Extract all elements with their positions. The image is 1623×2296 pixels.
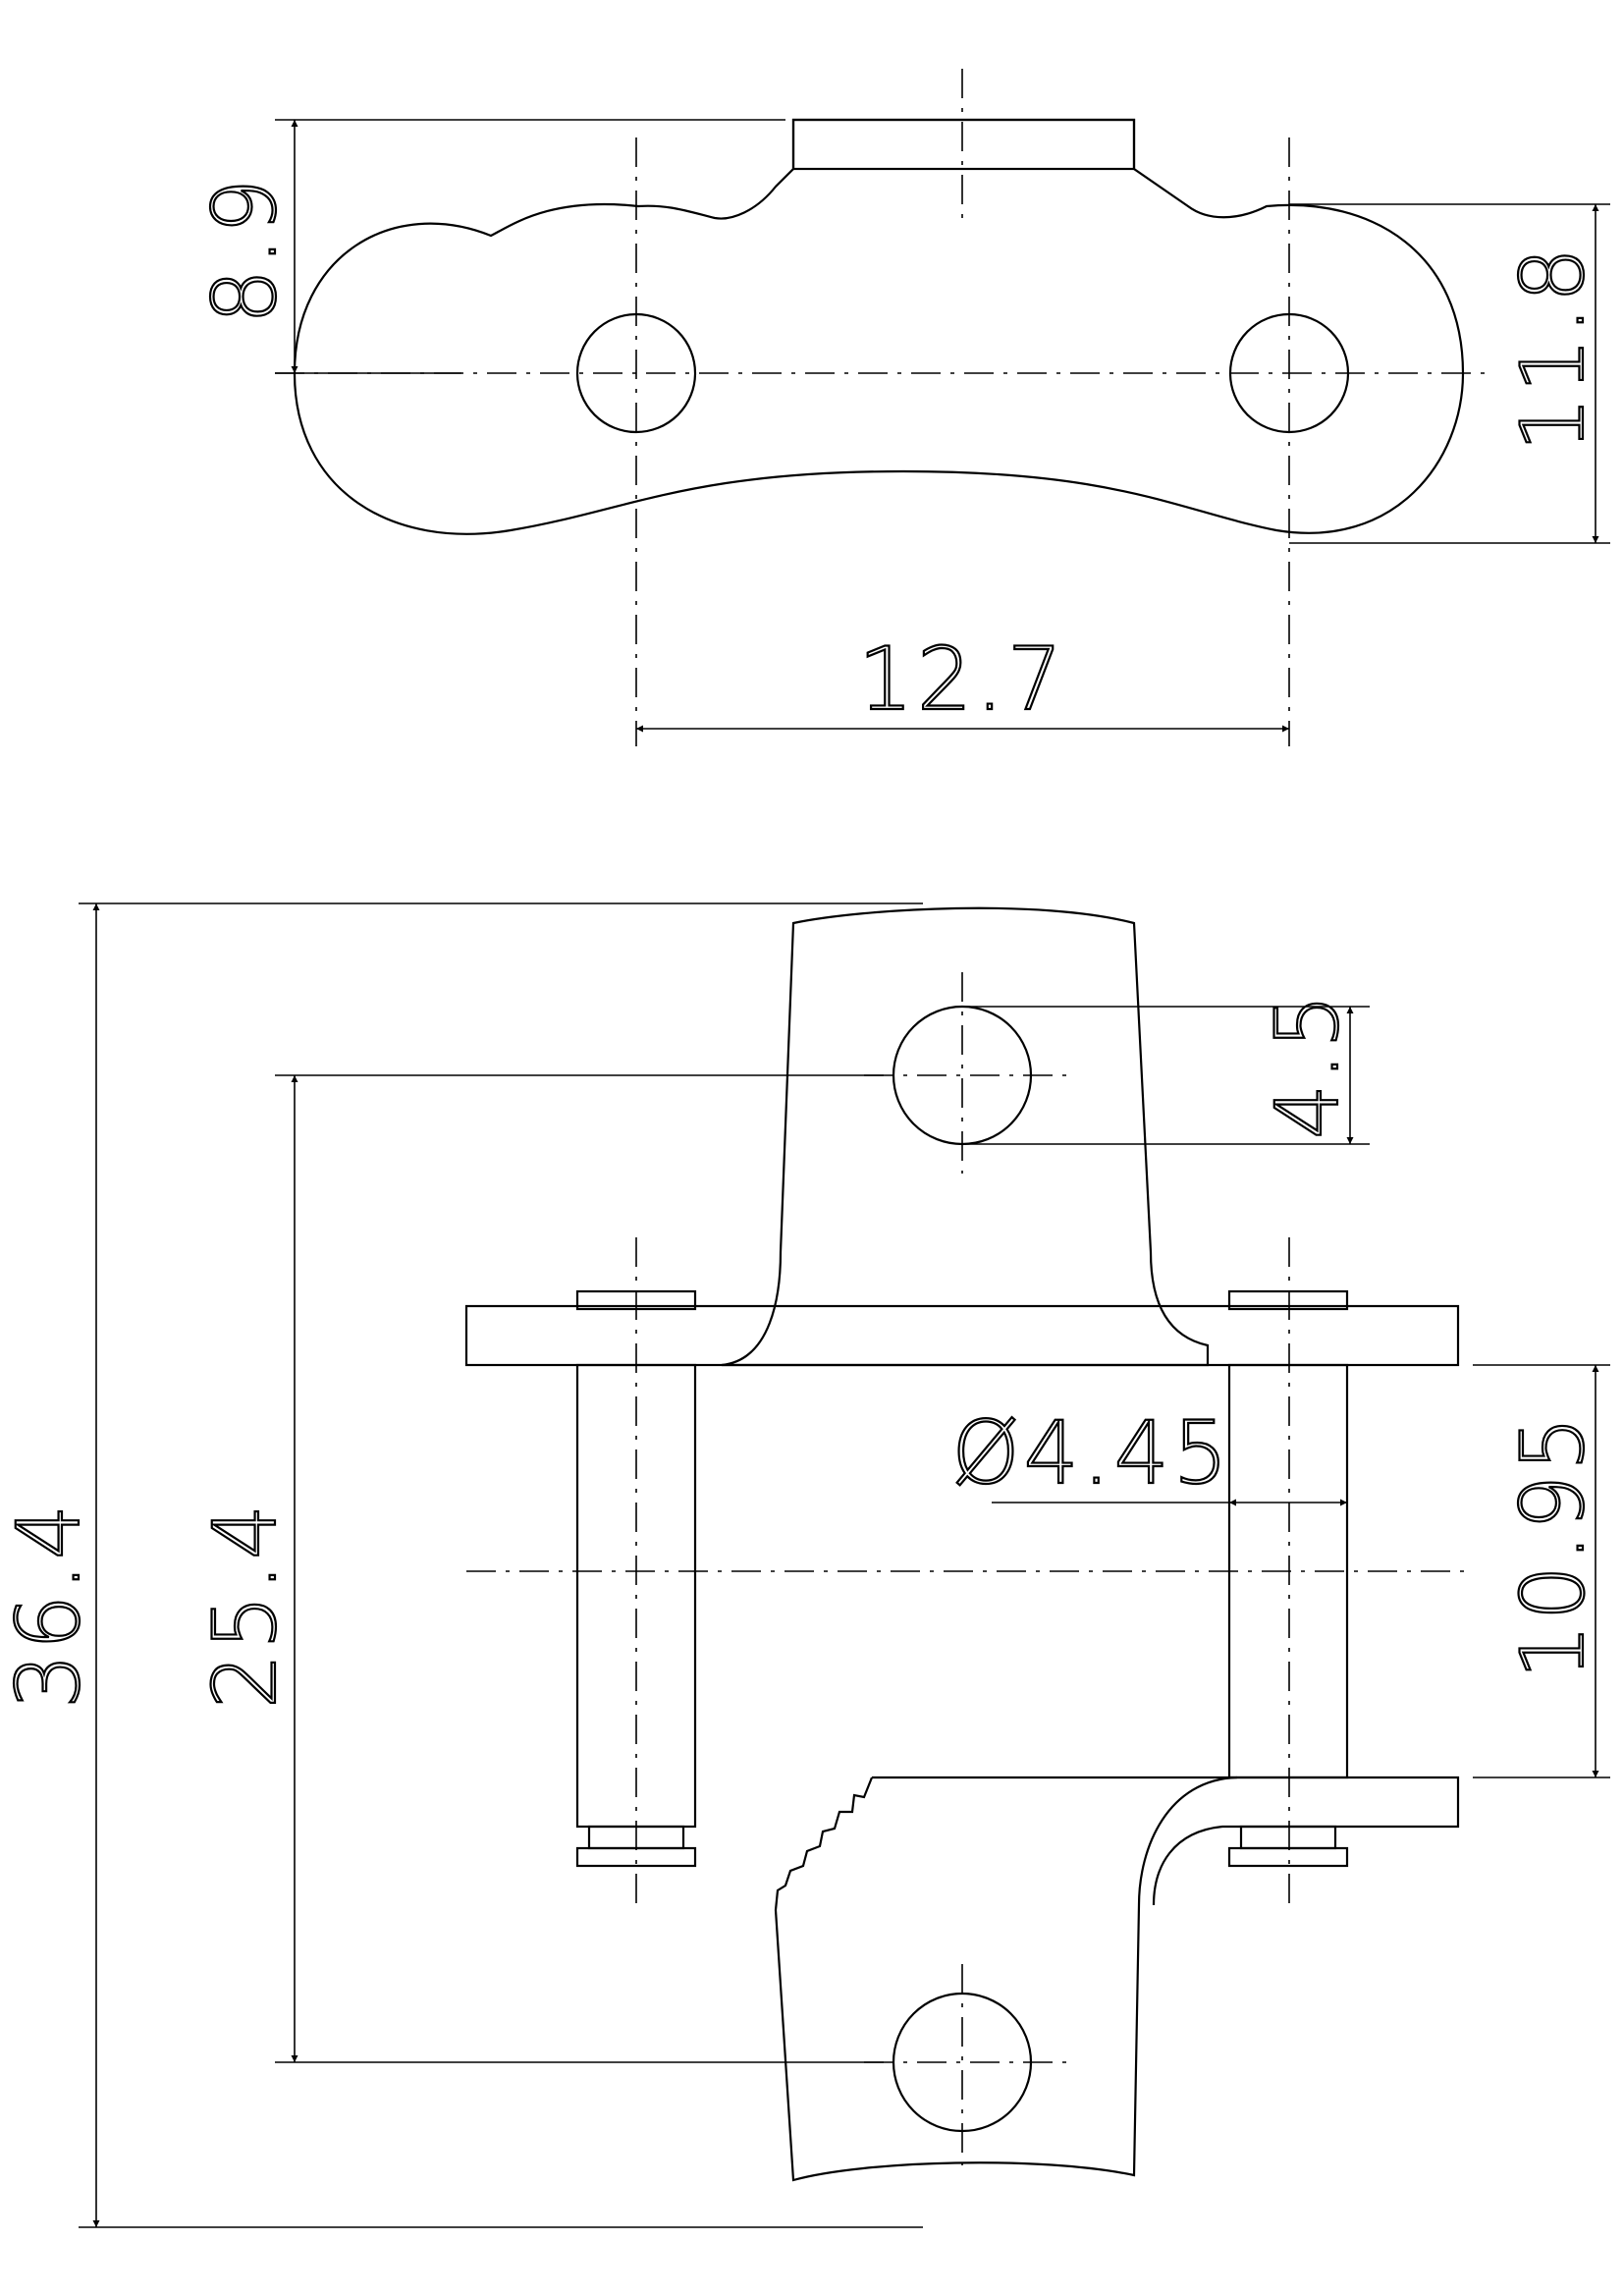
lower-attachment-plate xyxy=(774,1776,1238,2182)
dim-25-4-label: 25.4 xyxy=(194,1501,296,1709)
top-view: 8.9 11.8 12.7 xyxy=(193,69,1610,746)
dim-36-4-label: 36.4 xyxy=(0,1501,99,1709)
pin-right-collar xyxy=(1239,1825,1337,1850)
dim-11-8-label: 11.8 xyxy=(1502,244,1603,452)
dim-4-5-label: 4.5 xyxy=(1257,990,1358,1139)
pin-right-head-top xyxy=(1227,1289,1349,1311)
upper-attachment-plate xyxy=(721,906,1210,1367)
top-link-outline xyxy=(293,118,1465,535)
lower-flange xyxy=(872,1776,1460,1906)
dim-12-7-label: 12.7 xyxy=(858,629,1066,730)
pin-right-head-bottom xyxy=(1227,1846,1349,1868)
dim-4-45-label: Ø4.45 xyxy=(951,1402,1231,1503)
front-view: 36.4 25.4 4.5 Ø4.45 10.95 xyxy=(0,902,1610,2228)
top-attachment-tab xyxy=(791,118,1136,171)
dim-8-9-label: 8.9 xyxy=(194,175,296,324)
dim-10-95-label: 10.95 xyxy=(1502,1412,1603,1679)
upper-flange xyxy=(464,1304,1460,1367)
